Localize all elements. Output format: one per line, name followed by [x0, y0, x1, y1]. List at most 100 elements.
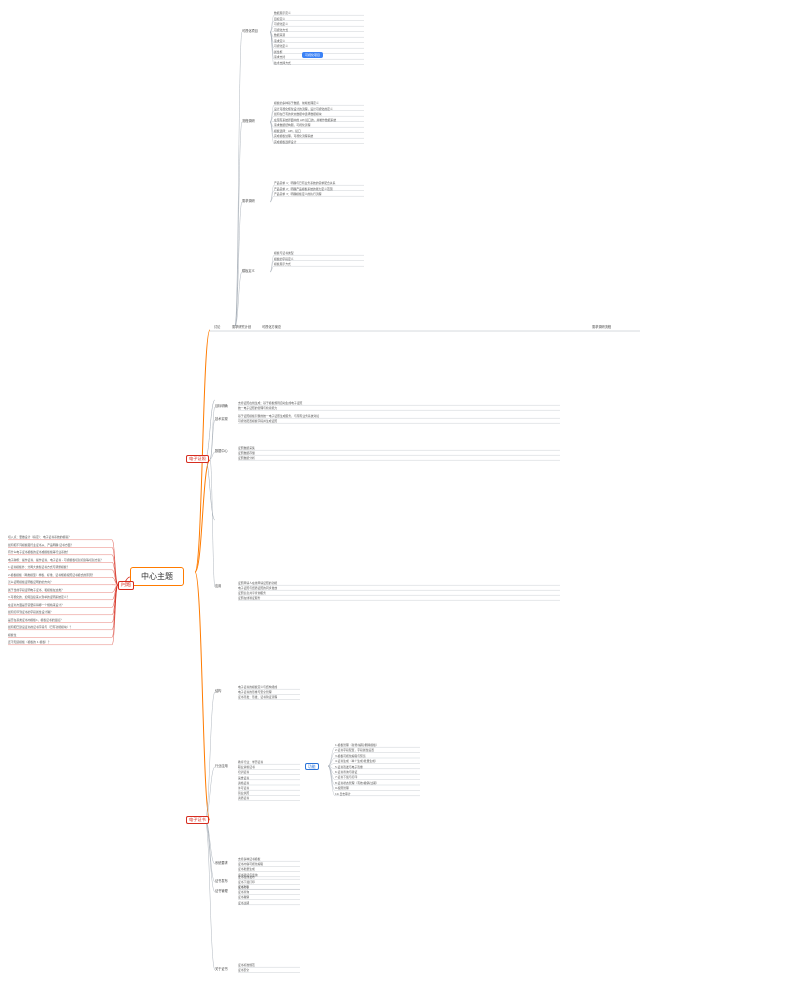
feature-item: 5.证书签发与电子签章	[335, 764, 363, 769]
connector-line	[111, 584, 119, 645]
central-topic[interactable]: 中心主题	[130, 567, 184, 586]
connector-line	[269, 110, 275, 123]
section-label: 数据中心	[215, 449, 228, 453]
connector-line	[234, 121, 243, 327]
feature-item: 10.日志审计	[335, 791, 351, 796]
group-item: 可视化定义	[274, 44, 288, 48]
question-item: 是否在基类证书内模板1，模板证书的连接？	[8, 617, 63, 622]
question-item: 2.模板模板（两类模型）样板、标准、证书规模按照证书模式的原因？	[8, 572, 95, 577]
group-item: 需求定义	[274, 38, 286, 43]
bottom-item: 培训证书	[238, 770, 250, 775]
question-item: 模板位	[8, 632, 17, 637]
question-item: 如何打印到证书的字段属性设计确？	[8, 610, 53, 614]
group-title-3: 模板定义	[242, 269, 255, 273]
tab-1[interactable]: 需求研究计划	[232, 325, 252, 329]
bottom-item: 资格证书	[238, 780, 250, 785]
connector-line	[269, 190, 275, 203]
section-item: 证照在线验证服务	[238, 596, 261, 600]
section-item: 支持证照在线生成：基于模板规则自动生成电子证照	[238, 401, 303, 405]
tab-0[interactable]: 讨论	[214, 325, 221, 329]
connector-line	[111, 569, 119, 586]
connector-line	[234, 201, 243, 327]
connector-line	[209, 419, 216, 460]
feature-item: 4.证书生成（单个生成/批量生成）	[335, 759, 378, 764]
feature-item: 6.证书查询与验证	[335, 770, 358, 774]
connector-line	[209, 406, 216, 460]
group-item: 技术支撑方式	[274, 60, 291, 65]
bottom-item: 证书安全	[238, 968, 250, 973]
group-item: 完成模板选择设计	[274, 139, 297, 144]
connector-line	[194, 459, 211, 573]
connector-line	[327, 757, 336, 767]
bottom-item: 职业资格证书	[238, 765, 255, 770]
group-item: 模板与证书类型	[274, 251, 294, 255]
bottom-item: 许可证书	[238, 786, 250, 790]
connector-line	[234, 31, 243, 327]
bottom-item: 证书撤销	[238, 895, 250, 900]
bottom-item: 证书内容可视化编辑	[238, 862, 264, 867]
group-item: 产品需求 1：明确与已有业务系统的需求配合关系	[274, 181, 336, 185]
highlight-tag[interactable]: 可视化项目	[302, 52, 324, 59]
feature-item: 7.证书下载与打印	[335, 775, 358, 780]
connector-line	[327, 747, 336, 767]
connector-line	[204, 819, 216, 883]
question-item: 在证书方面是否需要获得哪一个规格来设计？	[8, 602, 64, 607]
group-item: 数据展示定义	[274, 11, 291, 15]
connector-line	[269, 266, 275, 273]
connector-line	[327, 765, 336, 796]
bottom-topic[interactable]: 电子证书	[186, 816, 209, 824]
section-item: 基于证照模板引擎的统一电子证照生成服务，与现有业务系统对接	[238, 414, 320, 418]
connector-line	[234, 271, 243, 327]
section-item: 证照数据分析	[238, 456, 255, 460]
section-item: 证照数据存储	[238, 451, 255, 455]
question-topic[interactable]: 问题	[118, 581, 135, 590]
bottom-item: 证书下载打印	[238, 880, 255, 885]
group-item: 在现有系统界面中的 API 接口的，并制作数据系统	[274, 117, 337, 122]
question-item: 如何把已建设证书的证书字段与（已有功能模块）？	[8, 625, 73, 629]
question-item: 切入点：要做设计（搞定）：电子证书系统的模版？	[8, 535, 71, 539]
connector-line	[269, 121, 275, 144]
bottom-item: 证书列表	[238, 885, 250, 889]
connector-line	[269, 260, 275, 273]
section-label: 目标明确	[215, 404, 228, 408]
connector-line	[269, 20, 275, 33]
group-item: 设计可视化框架设计的流程，设计可视化的定义	[274, 106, 333, 111]
section-label: 技术实现	[215, 417, 228, 421]
connector-line	[327, 752, 336, 767]
bottom-section-label: 系统要求	[215, 861, 228, 865]
bottom-item: 证书在线发布	[238, 875, 255, 879]
group-item: 可视化方式	[274, 27, 288, 32]
group-item: 产品需求 2：明确产品模板系统的能力定义范围	[274, 186, 333, 191]
feature-item: 2.证书字段配置，字段属性设置	[335, 748, 375, 753]
question-item: 如何把不同模板跟行业证书从、产品明确 证书方面？	[8, 542, 74, 547]
group-item: 属性框	[274, 49, 283, 54]
bottom-section-label: 关于证书	[215, 967, 228, 971]
bottom-item: 证书过期	[238, 900, 250, 905]
connector-line	[204, 819, 216, 971]
question-item: 有什么电子证书模板的证书或模板板等行业系统？	[8, 550, 70, 554]
group-item: 可视化定义	[274, 22, 288, 26]
tab-3[interactable]: 需求调研流程	[592, 325, 612, 329]
connector-line	[269, 196, 275, 203]
bottom-section-label: 行业应用	[215, 764, 228, 768]
bottom-item: 证书签发：签发、证书验证流程	[238, 695, 278, 700]
question-item: 怎么证明模板证明板证明的的方向？	[8, 580, 53, 584]
group-item: 完成模板处理，可视化流程系统	[274, 134, 314, 138]
connector-line	[204, 819, 216, 893]
mid-topic[interactable]: 电子证照	[186, 455, 209, 463]
bottom-item: 教育行业：学历证书	[238, 760, 264, 764]
section-item: 统一电子证照的管理与检索能力	[238, 406, 278, 410]
connector-line	[209, 458, 216, 588]
section-item: 可视化配置模板字段并生成证照	[238, 419, 278, 423]
bottom-item: 证书分享	[238, 885, 250, 890]
connector-line	[194, 329, 211, 573]
connector-line	[209, 451, 216, 460]
tab-2[interactable]: 可视化方案总	[262, 325, 282, 329]
question-item: 3.可视化的、如何连接来以到单的证明系统定义？	[8, 595, 70, 599]
bottom-section-label: 证书发布	[215, 879, 228, 883]
connector-line	[204, 399, 216, 460]
bottom-item: 资质证书	[238, 796, 250, 801]
group-item: 需求数据结构图，可视化流程	[274, 123, 311, 127]
connector-line	[111, 554, 119, 586]
feature-callout[interactable]: 功能	[305, 763, 319, 771]
